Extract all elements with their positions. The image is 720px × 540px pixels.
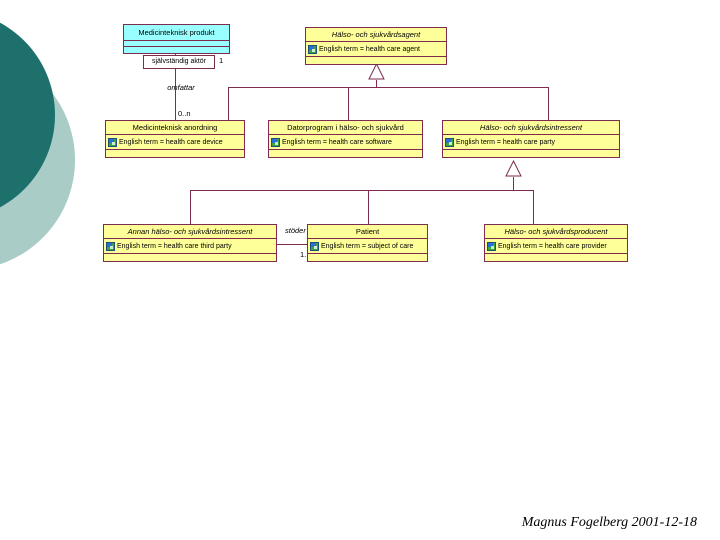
attribute-text: English term = health care provider: [498, 242, 607, 250]
attribute-text: English term = health care software: [282, 138, 392, 146]
class-title: Medicinteknisk produkt: [138, 28, 215, 37]
class-compartment-empty: [306, 56, 446, 64]
generalization-stem-bottom: [513, 177, 514, 190]
attribute-icon: [308, 44, 317, 54]
generalization-hline-bottom: [190, 190, 534, 191]
class-box-product: Medicinteknisk produkt: [123, 24, 230, 54]
multiplicity-label-one: 1: [219, 56, 224, 65]
attribute-text: English term = health care agent: [319, 45, 420, 53]
class-compartment-empty: [106, 149, 244, 157]
attribute-text: English term = subject of care: [321, 242, 414, 250]
class-compartment-empty: [308, 253, 427, 261]
class-compartment-empty: [485, 253, 627, 261]
multiplicity-label-zero-n: 0..n: [178, 109, 191, 118]
attribute-icon: [487, 241, 496, 251]
attribute-text: English term = health care device: [119, 138, 223, 146]
class-title: Datorprogram i hälso- och sjukvård: [287, 123, 404, 132]
class-box-third-party: Annan hälso- och sjukvårdsintressent Eng…: [103, 224, 277, 262]
class-box-provider: Hälso- och sjukvårdsproducent English te…: [484, 224, 628, 262]
class-attribute-row: English term = health care provider: [485, 238, 627, 253]
class-title: Annan hälso- och sjukvårdsintressent: [127, 227, 253, 236]
class-compartment-empty: [124, 40, 229, 46]
class-attribute-row: English term = subject of care: [308, 238, 427, 253]
class-title: Hälso- och sjukvårdsintressent: [479, 123, 583, 132]
attribute-text: English term = health care third party: [117, 242, 232, 250]
generalization-branch-patient: [368, 190, 369, 224]
generalization-branch-device: [228, 87, 229, 120]
generalization-triangle-icon: [368, 63, 385, 80]
attribute-icon: [310, 241, 319, 251]
generalization-branch-third-party: [190, 190, 191, 224]
association-name-stoder: stöder: [285, 226, 306, 235]
class-compartment-empty: [269, 149, 422, 157]
generalization-branch-party: [548, 87, 549, 120]
class-title: Medicinteknisk anordning: [132, 123, 218, 132]
association-role-box: självständig aktör: [143, 55, 215, 69]
class-title: Hälso- och sjukvårdsproducent: [504, 227, 608, 236]
association-name-omfattar: omfattar: [167, 83, 195, 92]
class-attribute-row: English term = health care software: [269, 134, 422, 149]
generalization-hline-top: [228, 87, 549, 88]
class-attribute-row: English term = health care device: [106, 134, 244, 149]
class-box-patient: Patient English term = subject of care: [307, 224, 428, 262]
class-box-party: Hälso- och sjukvårdsintressent English t…: [442, 120, 620, 158]
generalization-triangle-icon: [505, 160, 522, 177]
author-signature: Magnus Fogelberg 2001-12-18: [521, 515, 697, 530]
class-title: Patient: [355, 227, 380, 236]
attribute-icon: [108, 137, 117, 147]
multiplicity-label-one-n: 1..n: [300, 250, 313, 259]
generalization-stem-top: [376, 80, 377, 87]
class-compartment-empty: [104, 253, 276, 261]
attribute-icon: [106, 241, 115, 251]
class-box-device: Medicinteknisk anordning English term = …: [105, 120, 245, 158]
attribute-icon: [445, 137, 454, 147]
association-line-omfattar: [175, 52, 176, 120]
class-title: Hälso- och sjukvårdsagent: [331, 30, 421, 39]
generalization-branch-software: [348, 87, 349, 120]
class-box-software: Datorprogram i hälso- och sjukvård Engli…: [268, 120, 423, 158]
class-compartment-empty: [443, 149, 619, 157]
attribute-text: English term = health care party: [456, 138, 556, 146]
class-compartment-empty: [124, 46, 229, 53]
generalization-branch-provider: [533, 190, 534, 224]
class-attribute-row: English term = health care agent: [306, 41, 446, 56]
class-box-agent: Hälso- och sjukvårdsagent English term =…: [305, 27, 447, 65]
association-line-stoder: [277, 244, 307, 245]
class-attribute-row: English term = health care third party: [104, 238, 276, 253]
attribute-icon: [271, 137, 280, 147]
class-attribute-row: English term = health care party: [443, 134, 619, 149]
